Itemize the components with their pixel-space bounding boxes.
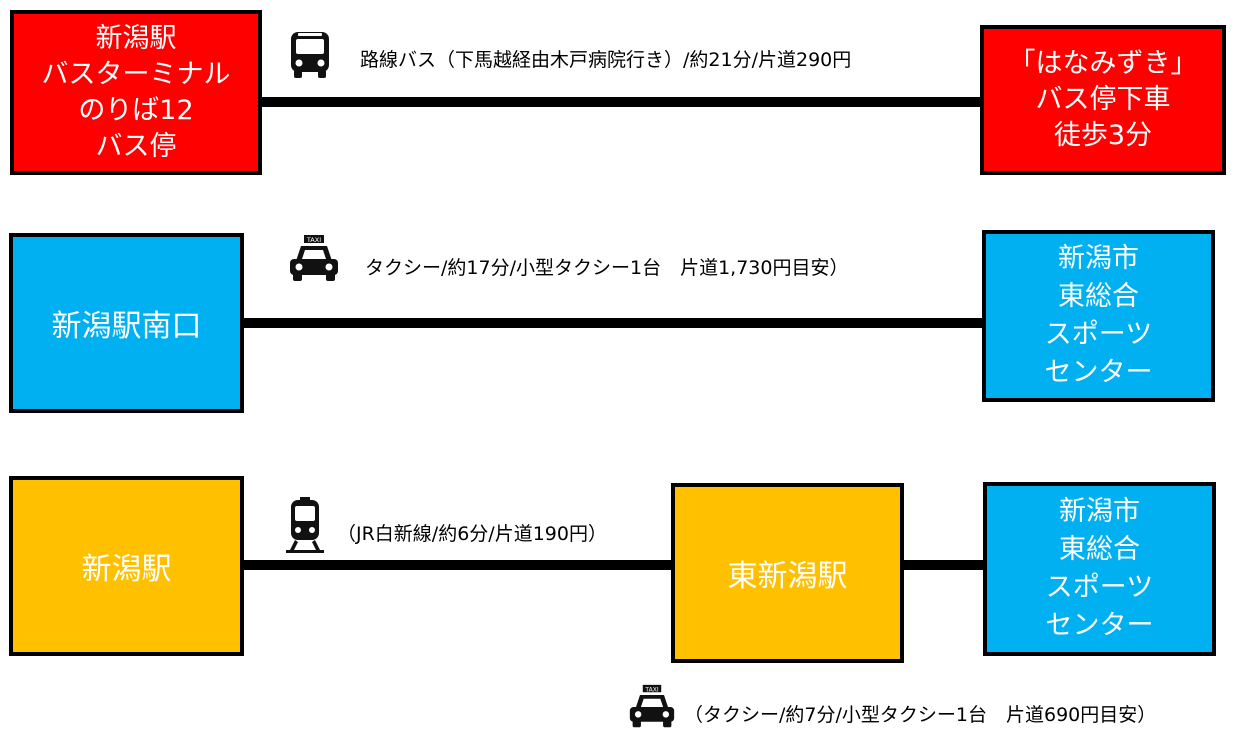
route3-line-train (240, 560, 676, 570)
route3-line-taxi (900, 560, 988, 570)
route1-line (258, 97, 984, 107)
route1-destination-box: 「はなみずき」 バス停下車 徒歩3分 (980, 25, 1226, 175)
route3-train-label: （JR白新線/約6分/片道190円） (337, 523, 607, 545)
taxi-icon: TAXI (625, 683, 679, 735)
route3-origin-box: 新潟駅 (9, 476, 244, 656)
route2-origin-box: 新潟駅南口 (9, 233, 244, 413)
route3-destination-box: 新潟市 東総合 スポーツ センター (983, 482, 1216, 656)
svg-text:TAXI: TAXI (644, 686, 658, 693)
route1-label: 路線バス（下馬越経由木戸病院行き）/約21分/片道290円 (360, 49, 852, 71)
route3-taxi-label: （タクシー/約7分/小型タクシー1台 片道690円目安） (684, 704, 1157, 726)
route1-origin-box: 新潟駅 バスターミナル のりば12 バス停 (10, 10, 262, 175)
route3-transfer-box: 東新潟駅 (671, 483, 904, 663)
route2-destination-box: 新潟市 東総合 スポーツ センター (982, 230, 1215, 402)
svg-text:TAXI: TAXI (306, 236, 321, 244)
taxi-icon: TAXI (287, 233, 341, 289)
route2-label: タクシー/約17分/小型タクシー1台 片道1,730円目安） (365, 257, 849, 279)
train-icon (286, 497, 324, 557)
bus-icon (288, 30, 332, 84)
route2-line (240, 318, 986, 328)
